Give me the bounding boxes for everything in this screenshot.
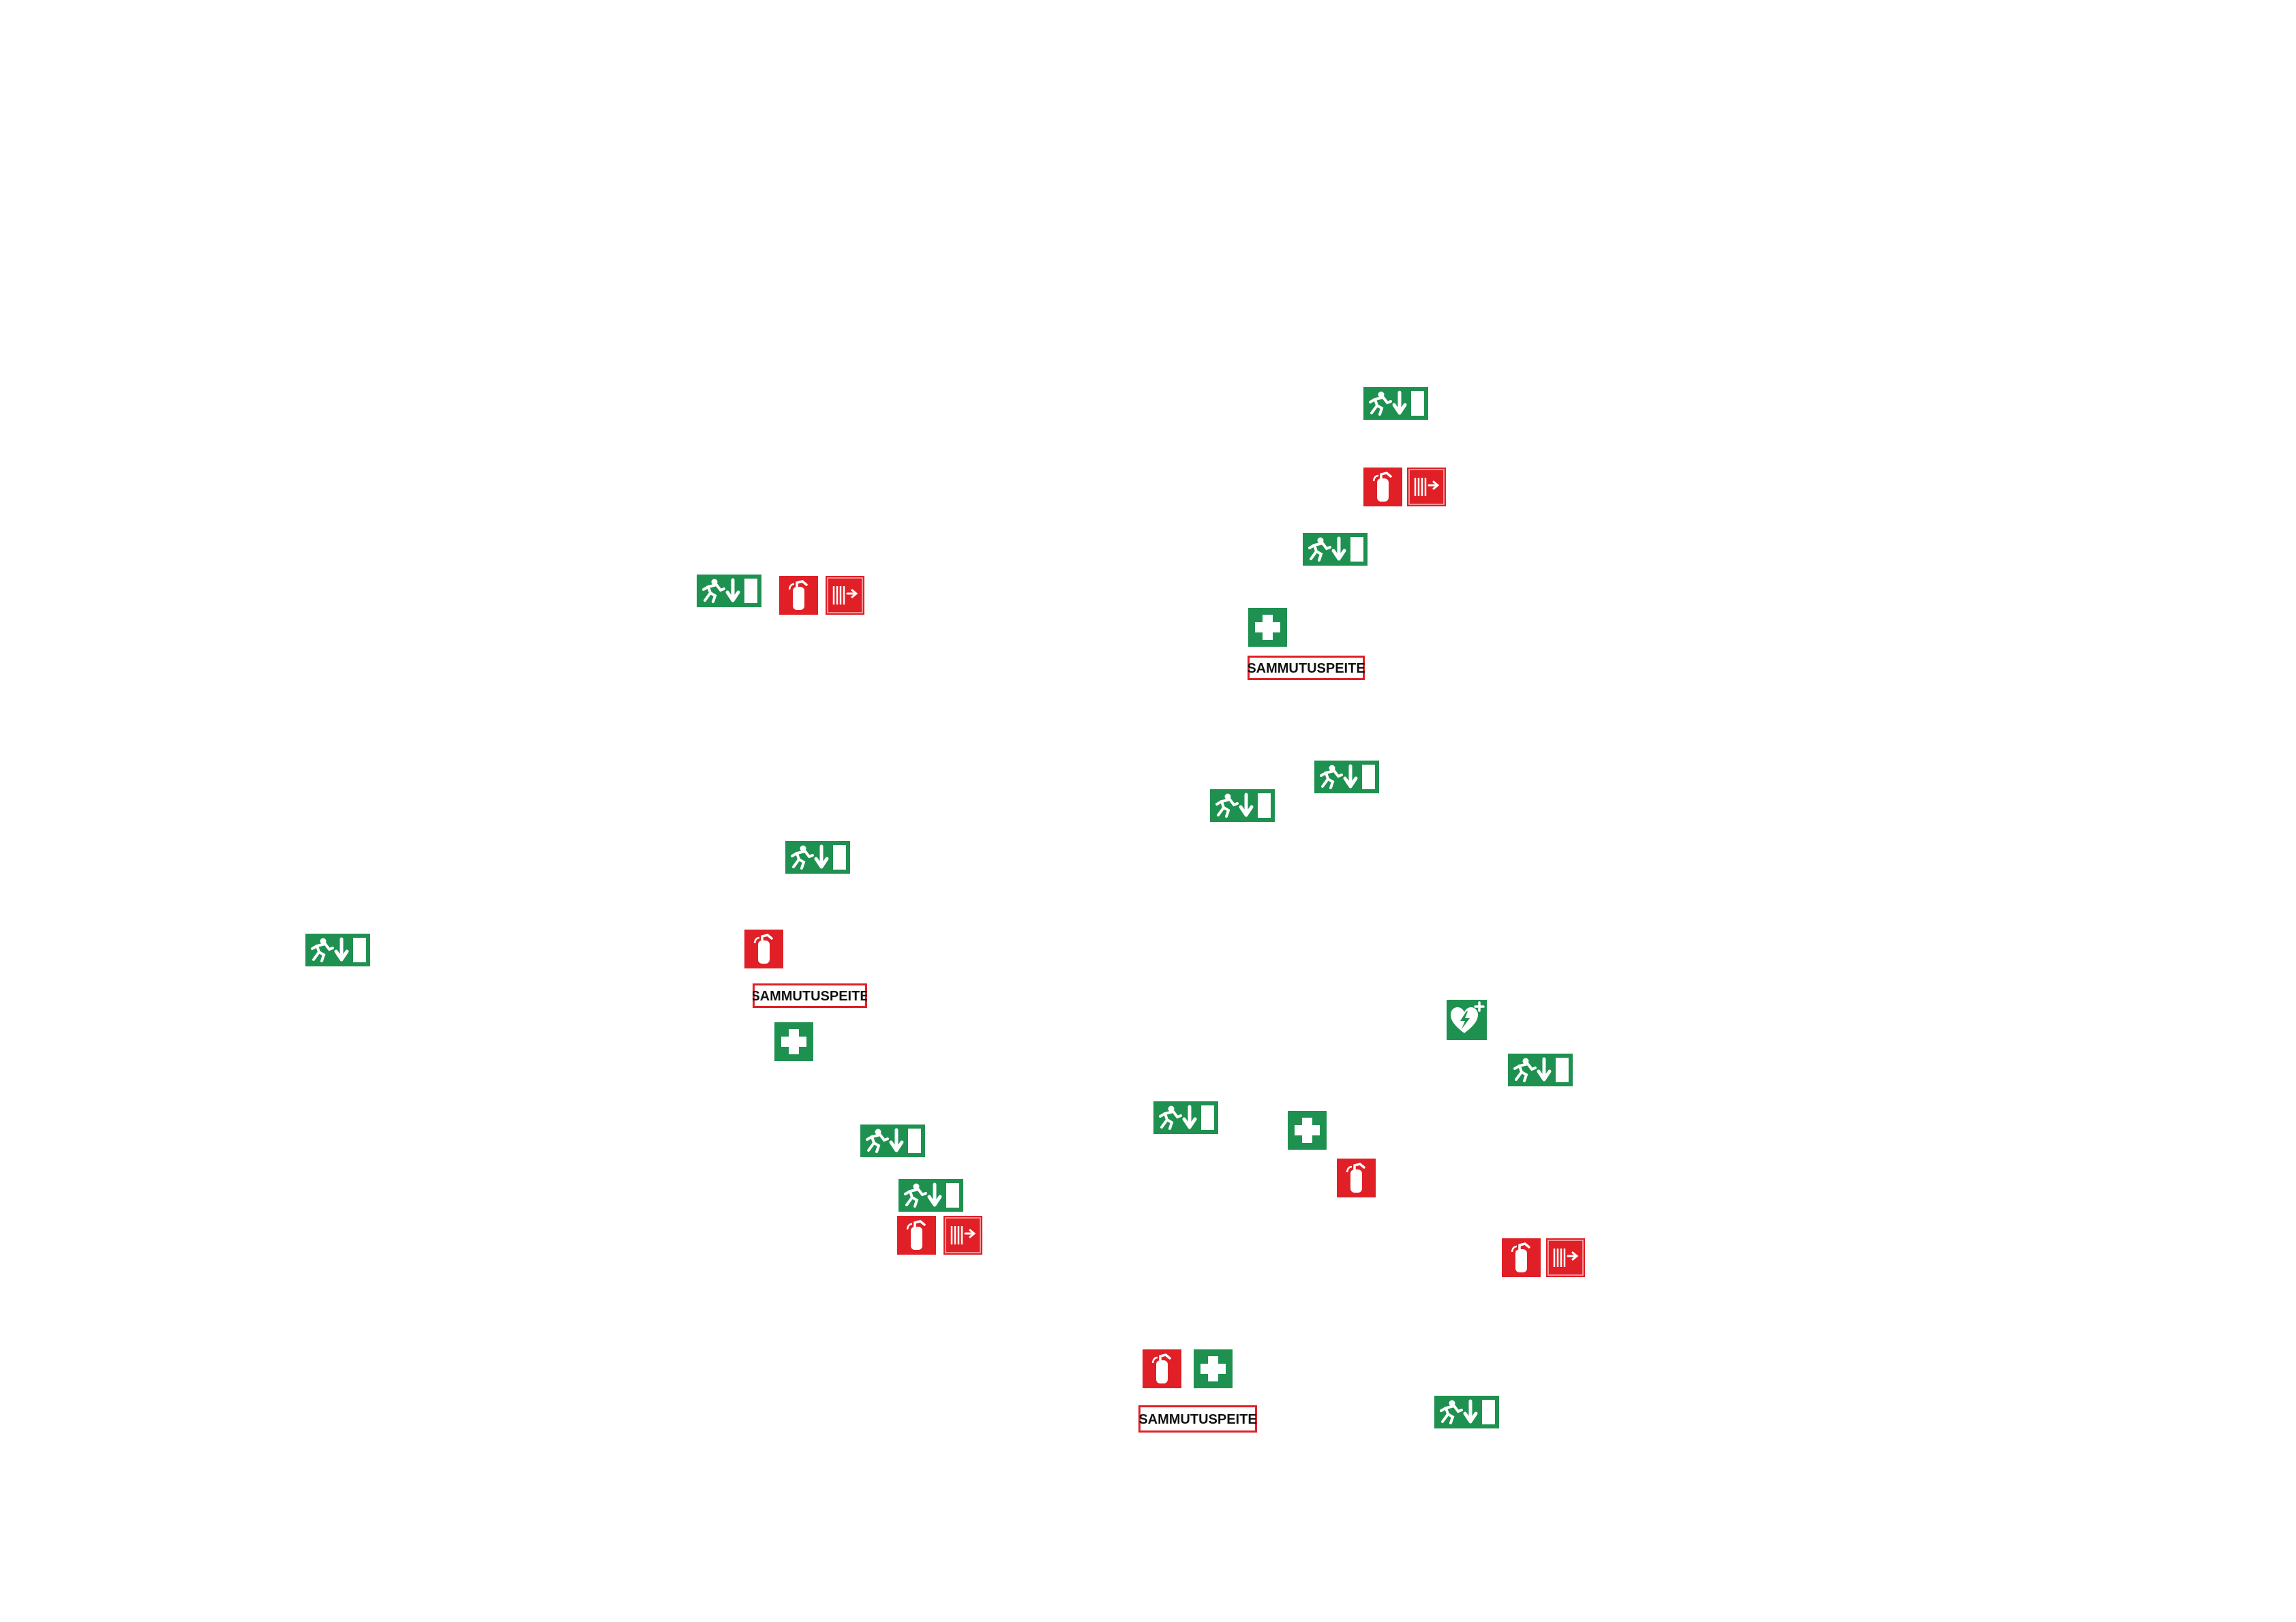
fire-extinguisher-sign-3 bbox=[744, 930, 783, 968]
fire-hose-sign-1 bbox=[1407, 468, 1446, 506]
running-person-exit-arrow-down-icon bbox=[305, 934, 370, 966]
fire-blanket-label-1: SAMMUTUSPEITE bbox=[1248, 656, 1365, 680]
exit-sign-6 bbox=[785, 841, 850, 874]
fire-extinguisher-sign-4 bbox=[1337, 1159, 1376, 1197]
running-person-exit-arrow-down-icon bbox=[898, 1179, 963, 1212]
fire-hose-reel-icon bbox=[826, 576, 864, 615]
running-person-exit-arrow-down-icon bbox=[785, 841, 850, 874]
exit-sign-10 bbox=[860, 1124, 925, 1157]
running-person-exit-arrow-down-icon bbox=[697, 575, 761, 607]
fire-extinguisher-sign-6 bbox=[1502, 1238, 1541, 1277]
first-aid-cross-icon bbox=[1194, 1349, 1233, 1388]
exit-sign-12 bbox=[1434, 1396, 1499, 1428]
fire-extinguisher-sign-5 bbox=[897, 1216, 936, 1255]
fire-extinguisher-sign-7 bbox=[1143, 1349, 1181, 1388]
fire-blanket-text: SAMMUTUSPEITE bbox=[753, 989, 867, 1004]
exit-sign-4 bbox=[1314, 761, 1379, 793]
running-person-exit-arrow-down-icon bbox=[1153, 1101, 1218, 1134]
first-aid-sign-2 bbox=[774, 1022, 813, 1061]
defibrillator-heart-icon bbox=[1447, 1000, 1487, 1040]
fire-hose-sign-4 bbox=[1546, 1238, 1585, 1277]
exit-sign-5 bbox=[1210, 789, 1275, 822]
running-person-exit-arrow-down-icon bbox=[860, 1124, 925, 1157]
first-aid-cross-icon bbox=[1288, 1111, 1327, 1150]
fire-hose-reel-icon bbox=[943, 1216, 982, 1255]
aed-sign-1 bbox=[1447, 1000, 1487, 1040]
first-aid-sign-3 bbox=[1288, 1111, 1327, 1150]
exit-sign-3 bbox=[697, 575, 761, 607]
fire-blanket-label: SAMMUTUSPEITE bbox=[753, 983, 867, 1008]
fire-hose-sign-3 bbox=[943, 1216, 982, 1255]
fire-blanket-text: SAMMUTUSPEITE bbox=[1248, 661, 1365, 676]
exit-sign-9 bbox=[1153, 1101, 1218, 1134]
exit-sign-1 bbox=[1363, 387, 1428, 420]
first-aid-sign-4 bbox=[1194, 1349, 1233, 1388]
running-person-exit-arrow-down-icon bbox=[1314, 761, 1379, 793]
running-person-exit-arrow-down-icon bbox=[1210, 789, 1275, 822]
running-person-exit-arrow-down-icon bbox=[1434, 1396, 1499, 1428]
fire-hose-reel-icon bbox=[1546, 1238, 1585, 1277]
exit-sign-11 bbox=[898, 1179, 963, 1212]
fire-extinguisher-sign-2 bbox=[779, 576, 818, 615]
fire-blanket-label-2: SAMMUTUSPEITE bbox=[753, 983, 867, 1008]
exit-sign-7 bbox=[305, 934, 370, 966]
fire-blanket-text: SAMMUTUSPEITE bbox=[1138, 1412, 1256, 1427]
fire-extinguisher-icon bbox=[1337, 1159, 1376, 1197]
first-aid-sign-1 bbox=[1248, 608, 1287, 647]
fire-extinguisher-icon bbox=[1502, 1238, 1541, 1277]
fire-extinguisher-icon bbox=[744, 930, 783, 968]
fire-hose-sign-2 bbox=[826, 576, 864, 615]
fire-blanket-label: SAMMUTUSPEITE bbox=[1138, 1405, 1257, 1433]
running-person-exit-arrow-down-icon bbox=[1508, 1054, 1573, 1086]
fire-extinguisher-icon bbox=[779, 576, 818, 615]
fire-blanket-label: SAMMUTUSPEITE bbox=[1248, 656, 1365, 680]
fire-extinguisher-icon bbox=[1363, 468, 1402, 506]
fire-extinguisher-sign-1 bbox=[1363, 468, 1402, 506]
fire-hose-reel-icon bbox=[1407, 468, 1446, 506]
fire-extinguisher-icon bbox=[1143, 1349, 1181, 1388]
running-person-exit-arrow-down-icon bbox=[1363, 387, 1428, 420]
fire-blanket-label-3: SAMMUTUSPEITE bbox=[1138, 1405, 1257, 1433]
first-aid-cross-icon bbox=[774, 1022, 813, 1061]
first-aid-cross-icon bbox=[1248, 608, 1287, 647]
fire-extinguisher-icon bbox=[897, 1216, 936, 1255]
running-person-exit-arrow-down-icon bbox=[1303, 533, 1368, 566]
exit-sign-8 bbox=[1508, 1054, 1573, 1086]
exit-sign-2 bbox=[1303, 533, 1368, 566]
